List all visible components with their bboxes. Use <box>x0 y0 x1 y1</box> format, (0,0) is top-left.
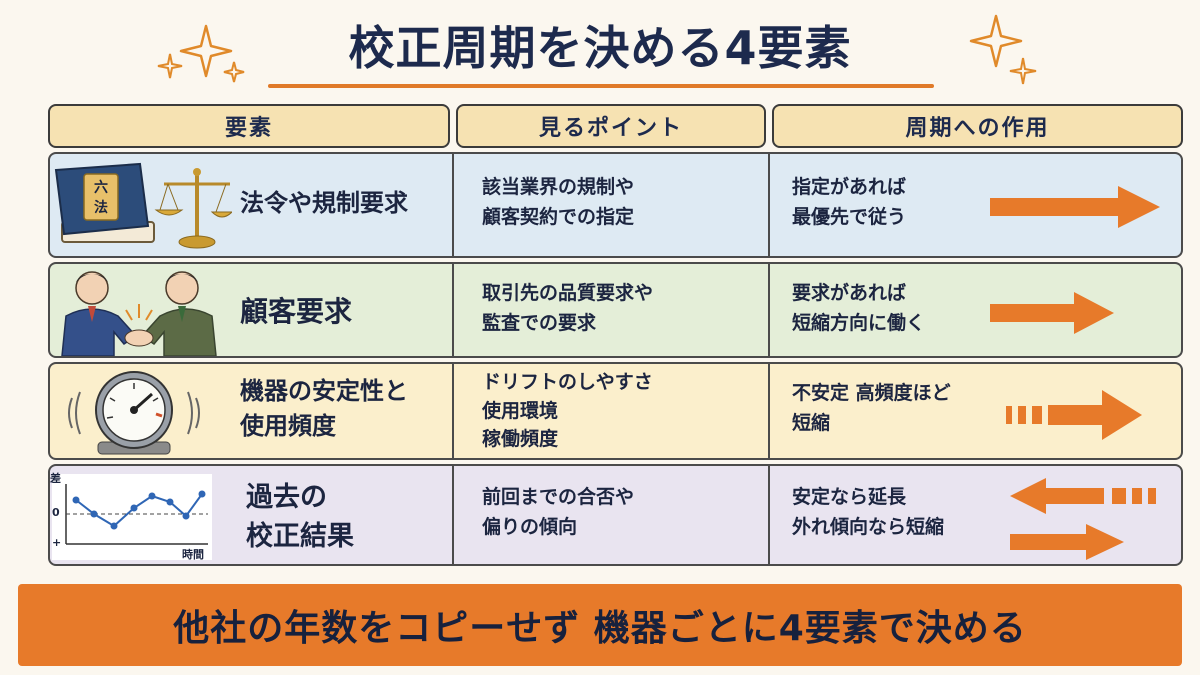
sparkle-icon <box>1009 57 1037 85</box>
header-effect: 周期への作用 <box>772 104 1183 148</box>
point-text: 監査での要求 <box>482 312 597 335</box>
effect-text: 短縮方向に働く <box>792 312 926 335</box>
point-text: 該当業界の規制や <box>482 176 635 198</box>
effect-text: 不安定 高頻度ほど <box>792 382 951 404</box>
conclusion-banner: 他社の年数をコピーせず 機器ごとに4要素で決める <box>18 584 1182 666</box>
header-factor: 要素 <box>48 104 450 148</box>
sparkle-icon <box>179 24 245 83</box>
factor-label: 過去の <box>246 482 327 513</box>
point-text: 稼働頻度 <box>482 428 559 450</box>
header-point: 見るポイント <box>456 104 766 148</box>
sparkle-icon <box>969 14 1023 68</box>
effect-text: 短縮 <box>792 412 831 435</box>
accelerating-right-arrow-icon <box>1006 390 1142 440</box>
chart-x-label: 時間 <box>182 548 204 561</box>
factor-label: 法令や規制要求 <box>240 189 408 217</box>
factor-label: 顧客要求 <box>240 295 353 328</box>
medium-right-arrow-icon <box>990 292 1114 334</box>
table-row: 六 法 法令や規制要求 該当業界の規制や 顧客契約での指定 指定があれば 最優先… <box>48 152 1183 258</box>
table-row: 機器の安定性と 使用頻度 ドリフトのしやすさ 使用環境 稼働頻度 不安定 高頻度… <box>48 362 1183 460</box>
svg-text:法: 法 <box>94 199 108 215</box>
long-right-arrow-icon <box>990 186 1160 228</box>
effect-text: 指定があれば <box>792 176 907 198</box>
point-text: 顧客契約での指定 <box>482 206 635 229</box>
factor-label: 校正結果 <box>246 521 354 553</box>
sparkle-icon <box>157 53 183 79</box>
chart-zero-label: 0 <box>52 506 60 519</box>
point-text: ドリフトのしやすさ <box>482 371 653 393</box>
effect-text: 安定なら延長 <box>792 486 907 508</box>
title-underline <box>268 84 934 88</box>
factor-label: 使用頻度 <box>240 411 336 440</box>
table-row: 顧客要求 取引先の品質要求や 監査での要求 要求があれば 短縮方向に働く <box>48 262 1183 358</box>
chart-plus-label: + <box>52 536 62 549</box>
law-book-and-scales-icon: 六 法 <box>54 162 232 249</box>
deviation-chart-icon: 差 0 + 時間 <box>50 472 212 561</box>
short-right-arrow-icon <box>1010 524 1124 560</box>
svg-text:六: 六 <box>94 179 108 195</box>
point-text: 取引先の品質要求や <box>482 282 654 304</box>
point-text: 前回までの合否や <box>482 486 635 508</box>
factor-label: 機器の安定性と <box>240 377 408 405</box>
table-row: 差 0 + 時間 過去の 校正結果 前回までの合否や 偏りの傾向 安定なら延長 … <box>48 464 1183 566</box>
effect-text: 最優先で従う <box>792 206 907 229</box>
point-text: 使用環境 <box>482 399 559 422</box>
handshake-icon <box>61 271 217 356</box>
left-arrow-icon <box>1010 478 1156 514</box>
page-title: 校正周期を決める4要素 <box>348 21 852 75</box>
pressure-gauge-icon <box>68 371 200 455</box>
effect-text: 要求があれば <box>792 282 907 304</box>
effect-text: 外れ傾向なら短縮 <box>792 516 945 539</box>
point-text: 偏りの傾向 <box>482 516 578 539</box>
chart-y-label: 差 <box>50 472 61 485</box>
